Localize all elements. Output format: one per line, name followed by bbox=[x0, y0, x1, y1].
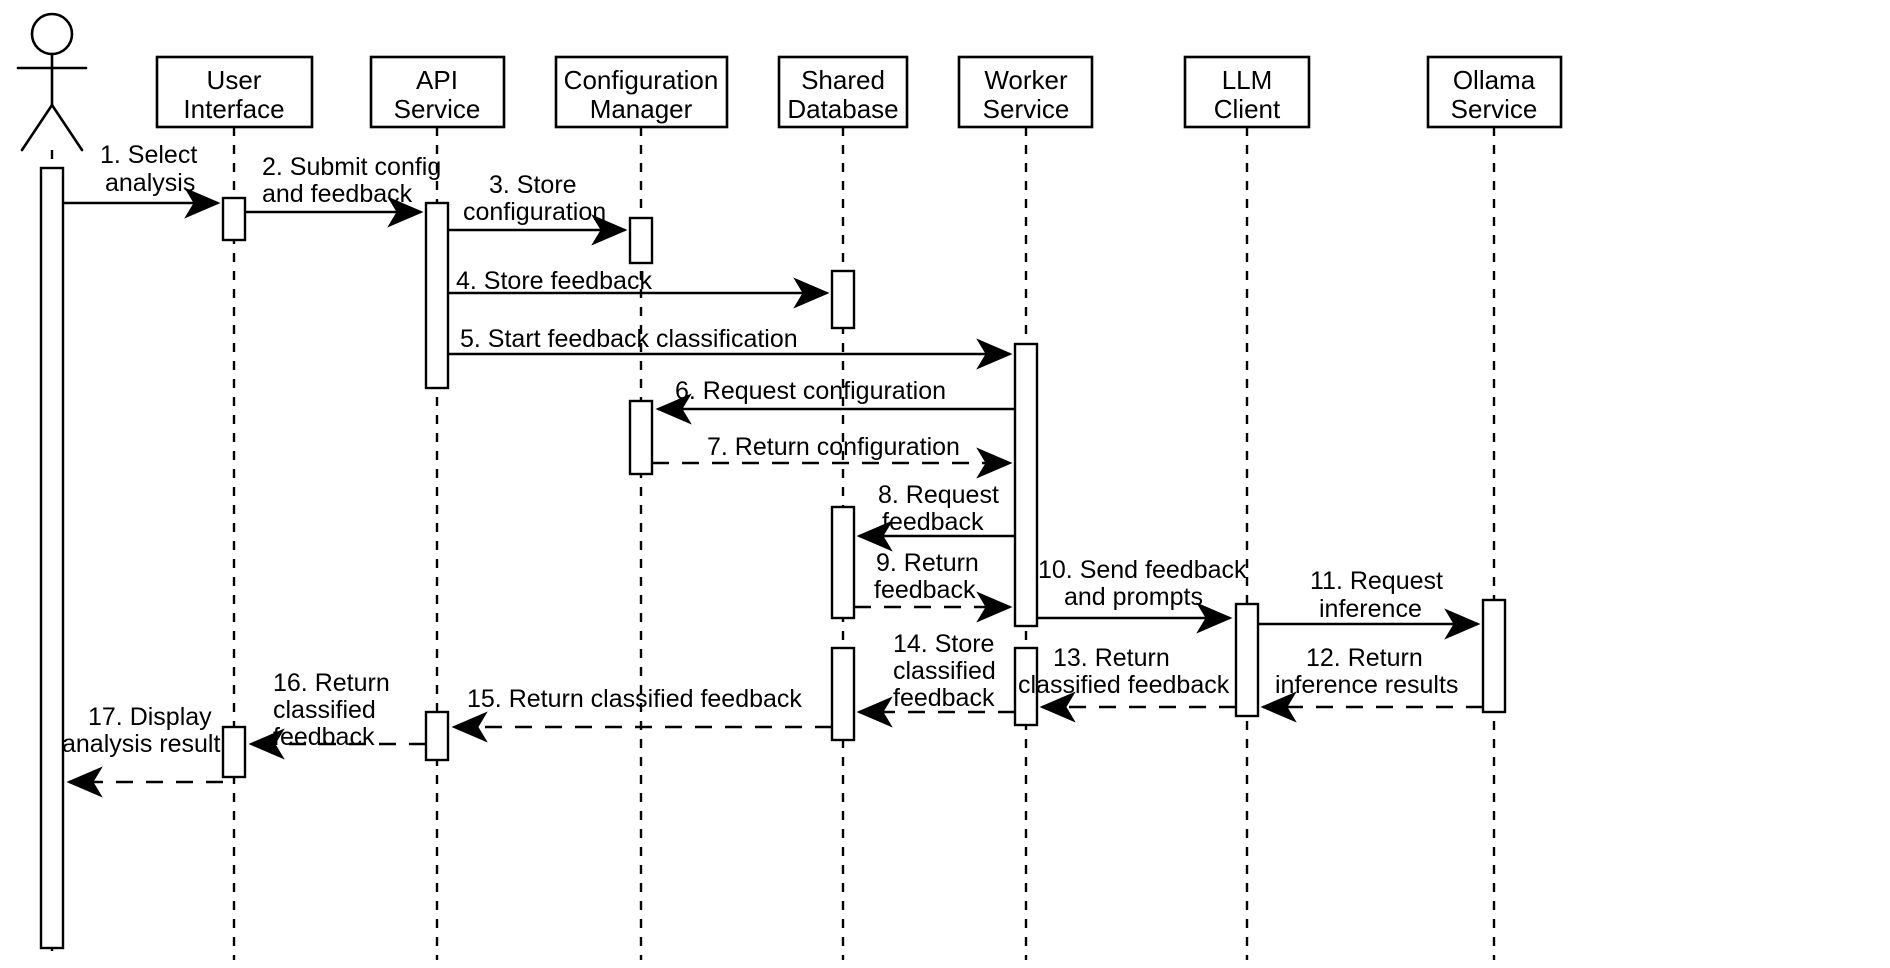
activation-actor bbox=[39, 166, 65, 950]
message-label-14-line1: 14. Store bbox=[893, 630, 994, 658]
message-label-2-line1: 2. Submit config bbox=[262, 153, 441, 181]
activation-llm bbox=[1234, 602, 1260, 718]
message-label-17-line1: 17. Display bbox=[88, 703, 212, 731]
message-label-17-line2: analysis result bbox=[62, 730, 220, 758]
participant-llm-client[interactable]: LLM Client bbox=[1183, 55, 1311, 129]
message-label-14-line2: classified bbox=[893, 657, 996, 685]
participant-worker-service[interactable]: Worker Service bbox=[957, 55, 1094, 129]
participant-box[interactable] bbox=[369, 55, 506, 129]
participant-shared-database[interactable]: Shared Database bbox=[777, 55, 909, 129]
participant-ui[interactable]: User Interface bbox=[155, 55, 314, 129]
activation-db-1 bbox=[830, 269, 856, 330]
message-label-13-line2: classified feedback bbox=[1018, 671, 1230, 699]
message-label-1-line1: 1. Select bbox=[100, 141, 197, 169]
activation-ui-2 bbox=[221, 725, 247, 779]
participant-label-line2: Service bbox=[983, 94, 1070, 124]
message-label-6: 6. Request configuration bbox=[675, 377, 946, 405]
message-label-9-line1: 9. Return bbox=[876, 549, 979, 577]
participant-box[interactable] bbox=[155, 55, 314, 129]
activation-db-2 bbox=[830, 505, 856, 620]
message-label-1-line2: analysis bbox=[105, 169, 195, 197]
participant-label-line1: Worker bbox=[984, 65, 1068, 95]
participant-box[interactable] bbox=[777, 55, 909, 129]
participant-label-line1: Configuration bbox=[564, 65, 719, 95]
activation-api-1 bbox=[424, 201, 450, 390]
activation-worker-1 bbox=[1013, 342, 1039, 628]
actor-stick-figure bbox=[16, 12, 88, 152]
message-label-12-line2: inference results bbox=[1275, 671, 1458, 699]
participant-label-line1: User bbox=[207, 65, 262, 95]
message-label-2-line2: and feedback bbox=[262, 180, 413, 208]
participant-api[interactable]: API Service bbox=[369, 55, 506, 129]
message-label-16-line3: feedback bbox=[273, 723, 375, 751]
activation-worker-2 bbox=[1013, 646, 1039, 727]
message-label-3-line2: configuration bbox=[463, 198, 606, 226]
message-label-7: 7. Return configuration bbox=[707, 433, 960, 461]
actor-right-leg-icon bbox=[50, 103, 84, 152]
message-label-11-line1: 11. Request bbox=[1310, 567, 1443, 595]
activation-ollama bbox=[1481, 598, 1507, 714]
activation-config-1 bbox=[628, 216, 654, 265]
participant-box[interactable] bbox=[554, 55, 729, 129]
participant-box[interactable] bbox=[1183, 55, 1311, 129]
actor-left-leg-icon bbox=[20, 103, 54, 152]
participant-label-line2: Database bbox=[787, 94, 898, 124]
message-label-8-line2: feedback bbox=[882, 508, 984, 536]
participant-box[interactable] bbox=[957, 55, 1094, 129]
message-label-5: 5. Start feedback classification bbox=[460, 325, 798, 353]
message-label-12-line1: 12. Return bbox=[1306, 644, 1423, 672]
participant-label-line2: Client bbox=[1214, 94, 1281, 124]
message-label-4: 4. Store feedback bbox=[456, 267, 652, 295]
participant-label-line1: LLM bbox=[1222, 65, 1273, 95]
activation-db-3 bbox=[830, 646, 856, 742]
message-label-14-line3: feedback bbox=[893, 684, 995, 712]
participant-label-line1: API bbox=[416, 65, 458, 95]
message-label-16-line2: classified bbox=[273, 696, 376, 724]
activation-ui-1 bbox=[221, 196, 247, 242]
message-label-9-line2: feedback bbox=[874, 576, 976, 604]
message-label-10-line2: and prompts bbox=[1064, 583, 1203, 611]
participant-configuration-manager[interactable]: Configuration Manager bbox=[554, 55, 729, 129]
participant-label-line2: Interface bbox=[183, 94, 284, 124]
actor-head-icon bbox=[30, 12, 74, 56]
participant-label-line2: Manager bbox=[590, 94, 693, 124]
participant-label-line1: Shared bbox=[801, 65, 885, 95]
message-label-3-line1: 3. Store bbox=[489, 171, 577, 199]
participant-label-line2: Service bbox=[394, 94, 481, 124]
participant-label-line2: Service bbox=[1451, 94, 1538, 124]
participant-label-line1: Ollama bbox=[1453, 65, 1536, 95]
message-label-10-line1: 10. Send feedback bbox=[1038, 556, 1247, 584]
message-label-8-line1: 8. Request bbox=[878, 481, 999, 509]
participant-box[interactable] bbox=[1426, 55, 1563, 129]
activation-config-2 bbox=[628, 399, 654, 476]
activation-api-2 bbox=[424, 710, 450, 762]
message-label-16-line1: 16. Return bbox=[273, 669, 390, 697]
participant-ollama-service[interactable]: Ollama Service bbox=[1426, 55, 1563, 129]
message-label-11-line2: inference bbox=[1319, 595, 1422, 623]
message-label-13-line1: 13. Return bbox=[1053, 644, 1170, 672]
message-label-15: 15. Return classified feedback bbox=[467, 685, 802, 713]
